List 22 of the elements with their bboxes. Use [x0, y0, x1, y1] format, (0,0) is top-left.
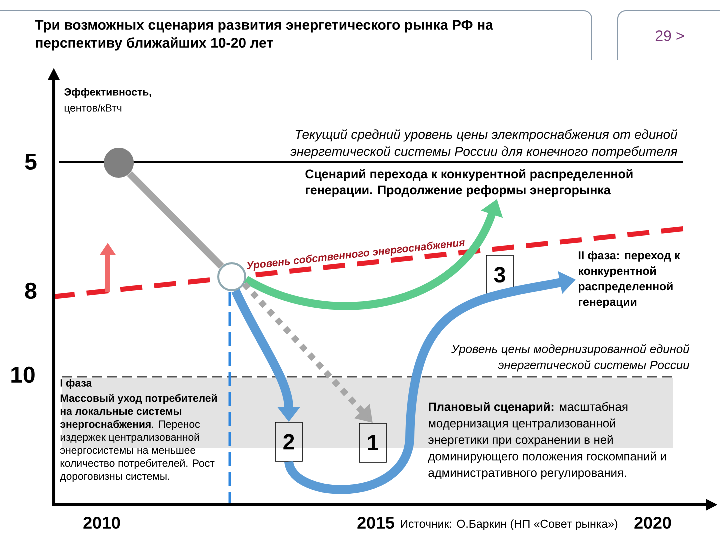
phase-text: II фаза: переход к конкурентной распределенной генерации: [578, 251, 680, 308]
page-number: 29 >: [656, 30, 684, 42]
number-box: 1: [359, 423, 387, 463]
number-box: 2: [275, 422, 303, 462]
phase-text: Массовый уход потребителей на локальные системы энергоснабжения. Перенос издержек централизованной энергосистемы на меньшее количество потребителей. Рост дороговизны системы.: [60, 394, 217, 482]
tick-label: 8: [25, 282, 37, 300]
tick-label: 10: [12, 366, 35, 384]
number-box: 3: [486, 255, 514, 295]
tick-label: 5: [25, 154, 37, 170]
dot: [104, 148, 134, 178]
level-note: Уровень цены модернизированной единой энергетической системы России: [452, 344, 690, 372]
connector-line: [127, 171, 224, 270]
phase-heading: I фаза: [60, 379, 92, 389]
axis-title: Эффективность,: [64, 88, 152, 98]
year-label: 2010: [84, 516, 120, 530]
level-note: Текущий средний уровень цены электроснабжения от единой энергетической системы России для конечного потребителя: [290, 129, 678, 159]
source-note: Источник: О.Баркин (НП «Совет рынка»): [401, 520, 618, 530]
year-label: 2015: [358, 516, 394, 530]
scenario-heading: Сценарий перехода к конкурентной распределенной генерации. Продолжение реформы энергорынка: [306, 169, 633, 198]
title: Три возможных сценария развития энергетического рынка РФ на перспективу ближайших 10-20 лет: [35, 20, 494, 51]
year-label: 2020: [634, 516, 672, 530]
ring: [218, 262, 246, 292]
